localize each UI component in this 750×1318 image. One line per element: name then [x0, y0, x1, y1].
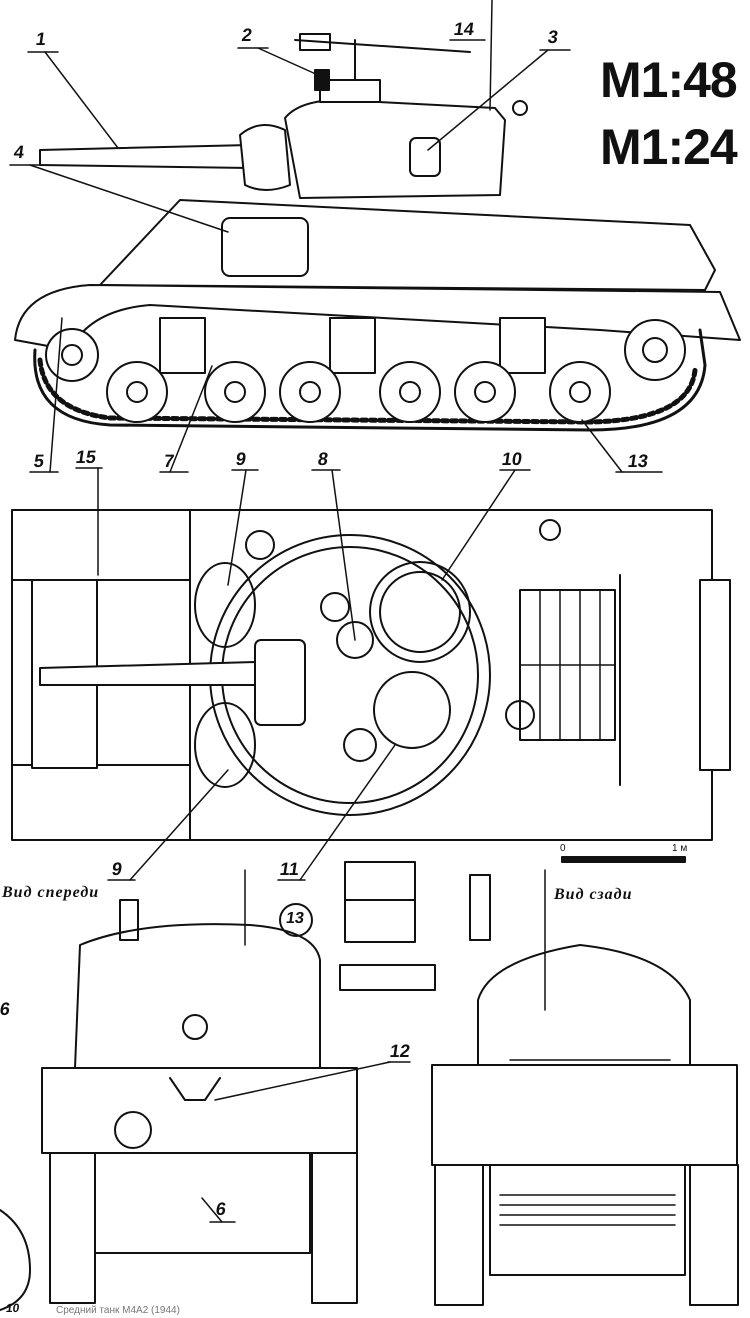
gun-mantlet: [239, 124, 291, 191]
front-view-label: Вид спереди: [2, 884, 100, 901]
scale-bar-end: 1 м: [672, 843, 688, 854]
drive-sprocket: [45, 328, 99, 382]
side-view: [14, 0, 741, 432]
road-wheels: [106, 361, 611, 423]
callout-14: 14: [452, 19, 476, 39]
detail-marker-13: 13: [284, 910, 306, 927]
callout-13: 13: [626, 451, 650, 471]
gun-barrel: [39, 144, 251, 169]
partial-wheel: [0, 1209, 31, 1311]
callout-leaders: [9, 39, 663, 1223]
machine-gun: [294, 33, 471, 81]
track-link-detail: [339, 861, 491, 991]
page-number: 10: [5, 1301, 21, 1315]
top-view: [11, 509, 731, 841]
callout-15: 15: [74, 447, 98, 467]
loader-hatch: [373, 671, 451, 749]
scale-bar-start: 0: [560, 843, 566, 854]
rear-view-label: Вид сзади: [554, 886, 633, 903]
scale-bar: [561, 856, 686, 863]
commander-hatch: [369, 561, 471, 663]
upper-hull: [99, 199, 716, 291]
figure-caption: Средний танк M4A2 (1944): [56, 1305, 180, 1316]
front-view: [41, 869, 358, 1304]
rear-view: [431, 869, 739, 1306]
scale-1-24: M1:24: [600, 119, 738, 175]
callout-10: 10: [500, 449, 524, 469]
idler-wheel: [624, 319, 686, 381]
scale-1-48: M1:48: [600, 52, 738, 108]
callout-11: 11: [278, 859, 301, 879]
detail-marker-circle: [279, 903, 313, 937]
callout-12: 12: [388, 1041, 412, 1061]
turret: [284, 99, 506, 199]
